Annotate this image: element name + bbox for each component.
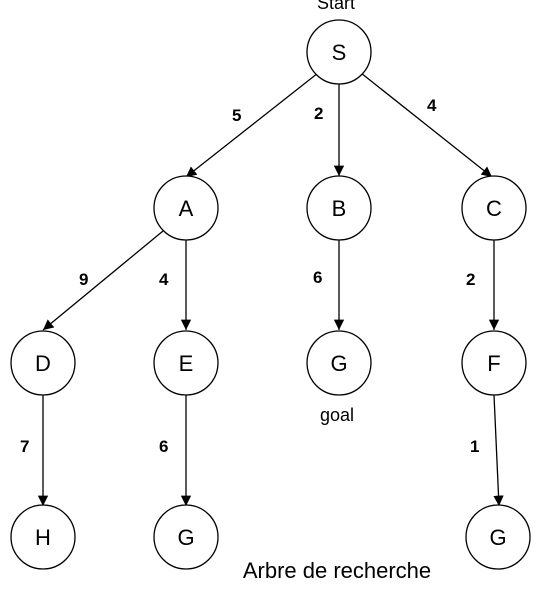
node-c-label: C <box>486 196 502 221</box>
edge-f-g <box>493 394 504 507</box>
goal-label: goal <box>320 405 354 425</box>
node-h: H <box>10 504 76 570</box>
weight-e-g: 6 <box>159 437 168 456</box>
node-f-label: F <box>487 351 500 376</box>
node-b-label: B <box>332 196 347 221</box>
node-f: F <box>461 330 527 396</box>
node-g-right: G <box>465 504 531 570</box>
start-label: Start <box>317 0 355 13</box>
weight-b-g: 6 <box>313 268 322 287</box>
edge-s-a <box>185 72 319 178</box>
node-c: C <box>461 175 527 241</box>
node-e: E <box>153 330 219 396</box>
weight-s-c: 4 <box>427 96 437 115</box>
node-g-goal-label: G <box>330 351 347 376</box>
node-e-label: E <box>179 351 194 376</box>
node-a-label: A <box>179 196 194 221</box>
edge-s-c <box>360 72 493 178</box>
node-g-left: G <box>153 504 219 570</box>
node-d-label: D <box>35 351 51 376</box>
weight-d-h: 7 <box>20 437 29 456</box>
node-g-right-label: G <box>489 525 506 550</box>
node-g-goal: G <box>306 330 372 396</box>
node-h-label: H <box>35 525 51 550</box>
node-s-label: S <box>332 40 347 65</box>
weight-a-d: 9 <box>79 270 88 289</box>
weight-s-a: 5 <box>232 106 241 125</box>
diagram-caption: Arbre de recherche <box>243 558 431 583</box>
edge-a-d <box>42 230 164 331</box>
node-b: B <box>306 175 372 241</box>
node-g-left-label: G <box>177 525 194 550</box>
node-s: S <box>306 19 372 85</box>
node-d: D <box>10 330 76 396</box>
edge-weights: 5 2 4 9 4 6 2 7 6 1 <box>20 96 479 456</box>
weight-c-f: 2 <box>466 270 475 289</box>
weight-f-g: 1 <box>470 437 479 456</box>
node-a: A <box>153 175 219 241</box>
weight-s-b: 2 <box>314 104 323 123</box>
edges <box>37 72 504 507</box>
weight-a-e: 4 <box>159 270 169 289</box>
